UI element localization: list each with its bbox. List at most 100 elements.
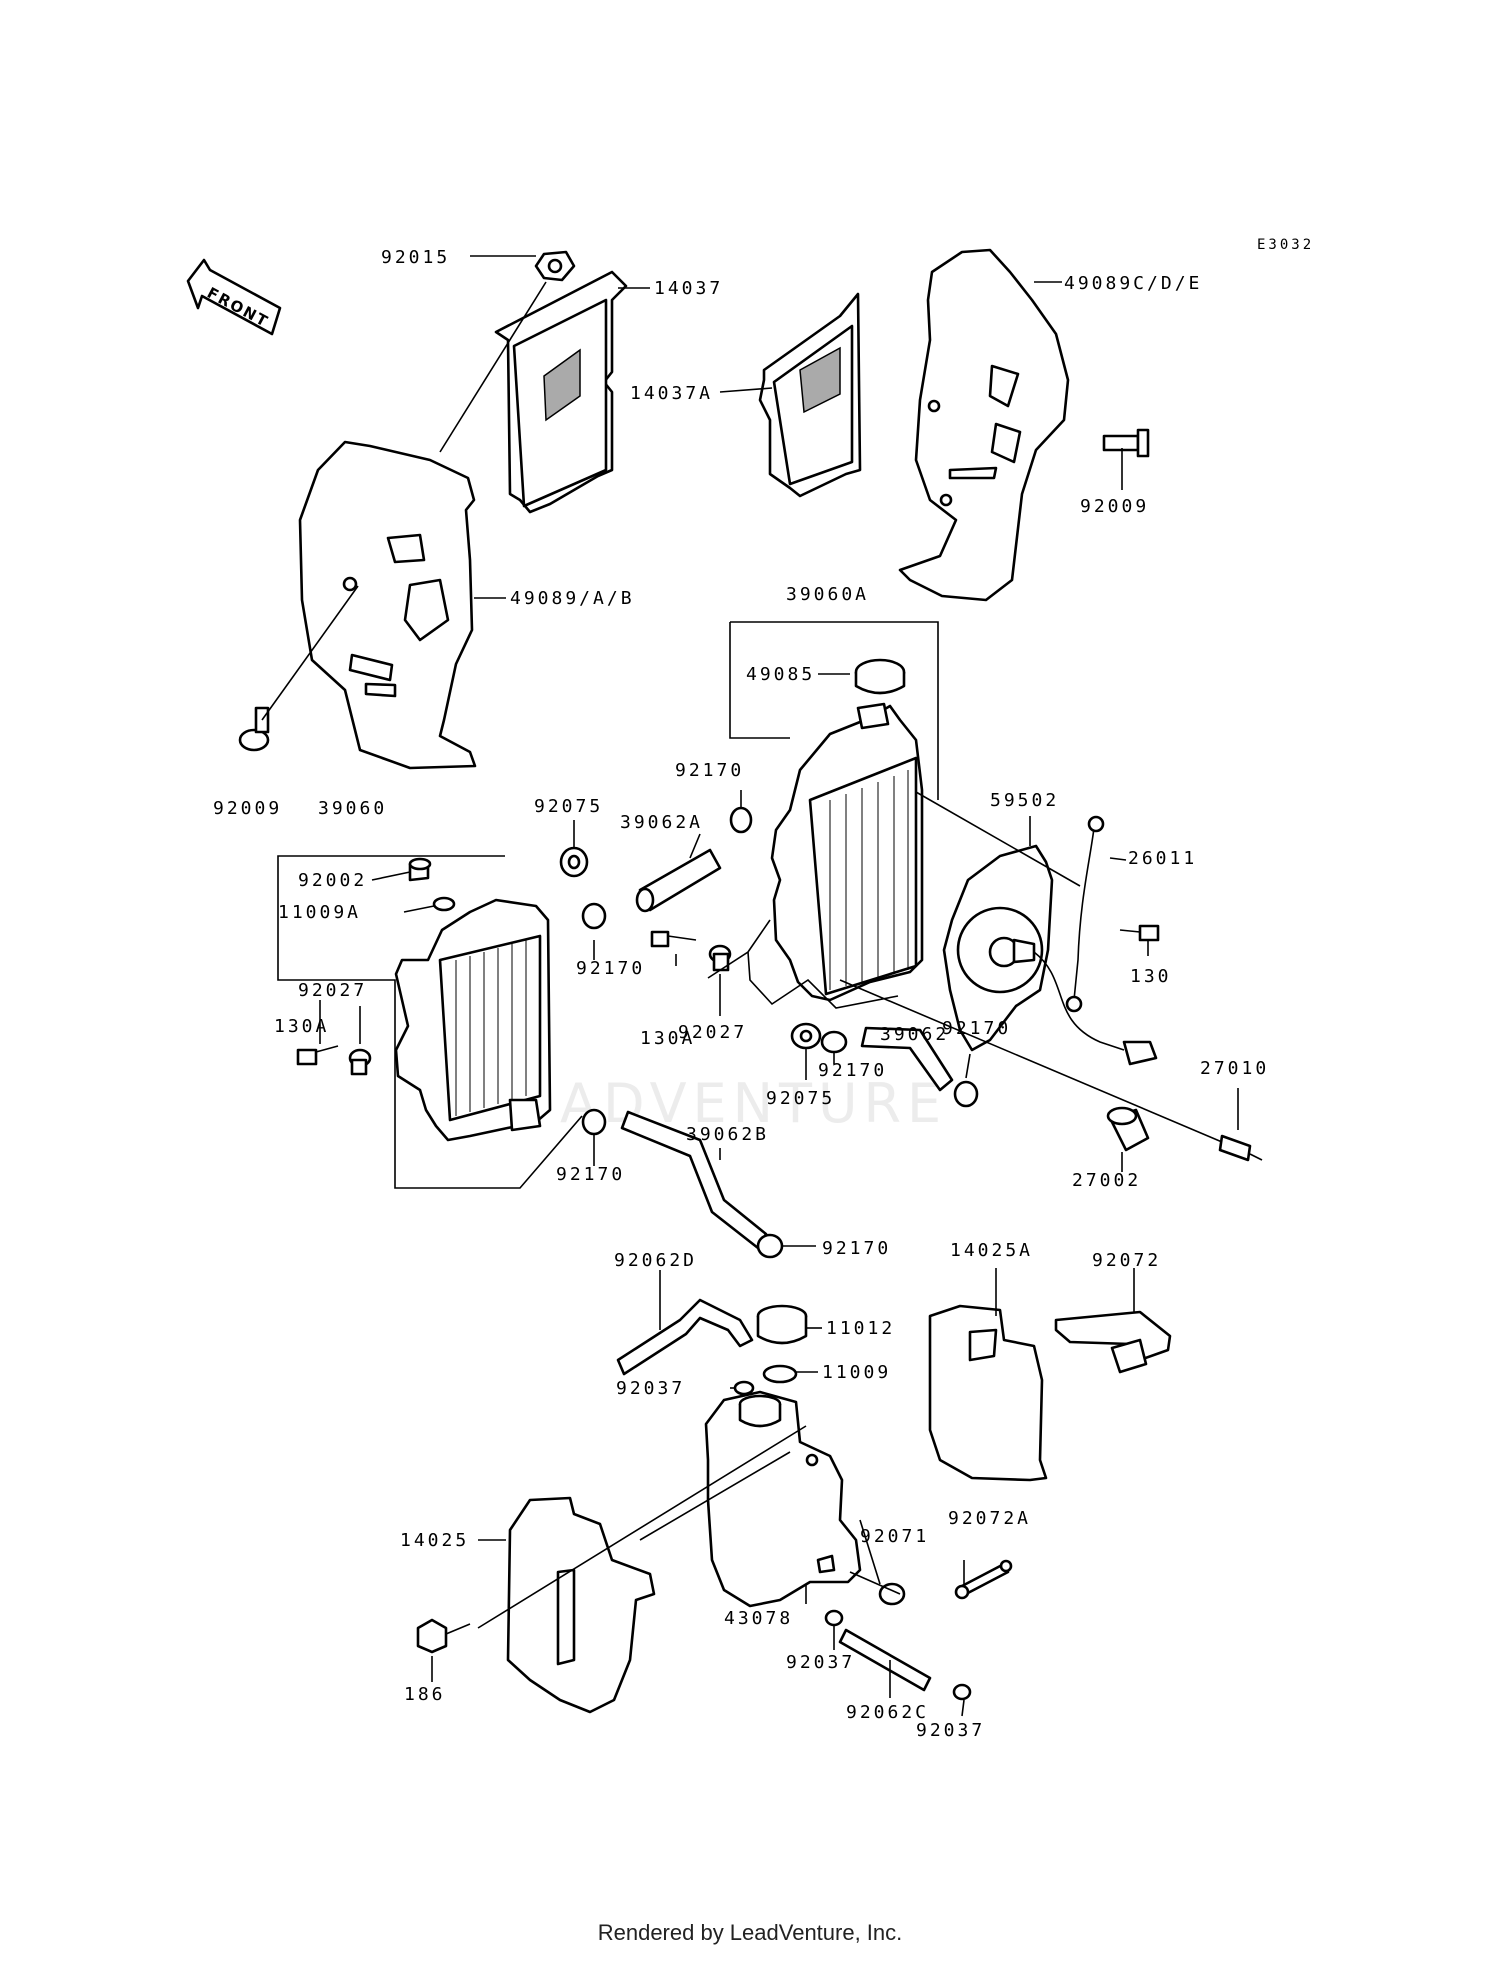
label-92027-left: 92027 [298, 980, 367, 1001]
label-11012: 11012 [826, 1318, 895, 1339]
label-39062: 39062 [880, 1024, 949, 1045]
wire-terminal-bottom [1065, 995, 1083, 1013]
group-bracket-39060A [729, 621, 939, 1009]
reservoir-cover-14025 [506, 1496, 656, 1714]
band-92072A [954, 1559, 1013, 1600]
label-49085: 49085 [746, 664, 815, 685]
label-130A-right: 130A [640, 1028, 695, 1049]
label-92072: 92072 [1092, 1250, 1161, 1271]
cooling-fan [942, 844, 1054, 1052]
label-92071: 92071 [860, 1526, 929, 1547]
radiator-grill-14037 [494, 270, 628, 514]
reservoir-tank-43078 [704, 1390, 862, 1608]
bolt-130 [1119, 924, 1160, 942]
label-92027-right: 92027 [678, 1022, 747, 1043]
label-92072A: 92072A [948, 1508, 1031, 1529]
washer-11009A [432, 896, 456, 912]
reservoir-cap-11012 [756, 1304, 808, 1345]
label-92170-b: 92170 [576, 958, 645, 979]
radiator-cap-49085 [854, 658, 906, 695]
front-arrow-icon: FRONT [186, 258, 282, 336]
hose-92062C [838, 1628, 932, 1692]
label-43078: 43078 [724, 1608, 793, 1629]
label-92062C: 92062C [846, 1702, 929, 1723]
clamp-92170-f [756, 1233, 784, 1259]
radiator-shroud-right [898, 248, 1070, 602]
label-39060A: 39060A [786, 584, 869, 605]
collar-92027-left [348, 1048, 372, 1076]
collar-92027-right [708, 944, 732, 972]
label-14037A: 14037A [630, 383, 713, 404]
radiator-left [394, 898, 552, 1142]
hose-39062 [860, 1026, 954, 1092]
radiator-shroud-left [298, 440, 477, 770]
label-14037: 14037 [654, 278, 723, 299]
leader-lines [261, 255, 1239, 1717]
footer-credit: Rendered by LeadVenture, Inc. [597, 1920, 903, 1945]
label-186: 186 [404, 1684, 446, 1705]
grommet-92075-lower [790, 1022, 822, 1050]
radiator-right [770, 702, 924, 1002]
diagram-code: E3032 [1257, 237, 1314, 253]
label-27010: 27010 [1200, 1058, 1269, 1079]
wire-terminal-top [1087, 815, 1105, 833]
bolt-130A-right [650, 930, 697, 948]
clamp-92170-a [729, 806, 753, 834]
hose-92062D [616, 1298, 754, 1376]
label-92075-upper: 92075 [534, 796, 603, 817]
clip-92037-bot [952, 1683, 972, 1701]
label-39060: 39060 [318, 798, 387, 819]
drain-bolt-92002 [408, 857, 432, 882]
label-92037-bot: 92037 [916, 1720, 985, 1741]
label-92170-f: 92170 [822, 1238, 891, 1259]
label-92009-left: 92009 [213, 798, 282, 819]
screw-92009-right [1102, 428, 1150, 458]
fitting-27002 [1106, 1106, 1150, 1152]
label-92037-top: 92037 [616, 1378, 685, 1399]
seal-11009 [762, 1364, 798, 1384]
thermo-switch-27010 [1218, 1134, 1263, 1162]
bolt-130A-left [296, 1045, 339, 1066]
clamp-92170-e [581, 1108, 607, 1136]
label-92075-lower: 92075 [766, 1088, 835, 1109]
clip-92037-top [733, 1380, 755, 1396]
label-130: 130 [1130, 966, 1172, 987]
clamp-92170-c [820, 1030, 848, 1054]
clamp-92170-b [581, 902, 607, 930]
bolt-186 [416, 1618, 471, 1654]
fan-connector [1122, 1040, 1158, 1066]
label-39062A: 39062A [620, 812, 703, 833]
label-11009A: 11009A [278, 902, 361, 923]
wire-26011 [1073, 827, 1095, 1001]
grommet-92075-upper [559, 846, 589, 878]
label-92062D: 92062D [614, 1250, 697, 1271]
label-92002: 92002 [298, 870, 367, 891]
radiator-grill-14037A [758, 292, 862, 498]
label-14025: 14025 [400, 1530, 469, 1551]
grommet-92071 [878, 1582, 906, 1606]
label-27002: 27002 [1072, 1170, 1141, 1191]
label-92009-right: 92009 [1080, 496, 1149, 517]
label-92170-c: 92170 [818, 1060, 887, 1081]
fan-wire [1033, 951, 1125, 1051]
label-92015: 92015 [381, 247, 450, 268]
reservoir-cover-14025A [928, 1304, 1048, 1482]
band-92072 [1054, 1310, 1172, 1374]
label-11009: 11009 [822, 1362, 891, 1383]
label-130A-left: 130A [274, 1016, 329, 1037]
label-49089C-D-E: 49089C/D/E [1064, 273, 1202, 294]
label-92170-a: 92170 [675, 760, 744, 781]
clamp-92170-d [953, 1080, 979, 1108]
label-49089-A-B: 49089/A/B [510, 588, 635, 609]
label-39062B: 39062B [686, 1124, 769, 1145]
group-bracket-39060 [277, 855, 583, 1189]
label-14025A: 14025A [950, 1240, 1033, 1261]
label-92037-mid: 92037 [786, 1652, 855, 1673]
screw-92009-left [238, 706, 270, 752]
label-59502: 59502 [990, 790, 1059, 811]
label-92170-e: 92170 [556, 1164, 625, 1185]
nut-92015 [534, 250, 576, 282]
label-92170-d: 92170 [942, 1018, 1011, 1039]
clip-92037-mid [824, 1609, 844, 1627]
